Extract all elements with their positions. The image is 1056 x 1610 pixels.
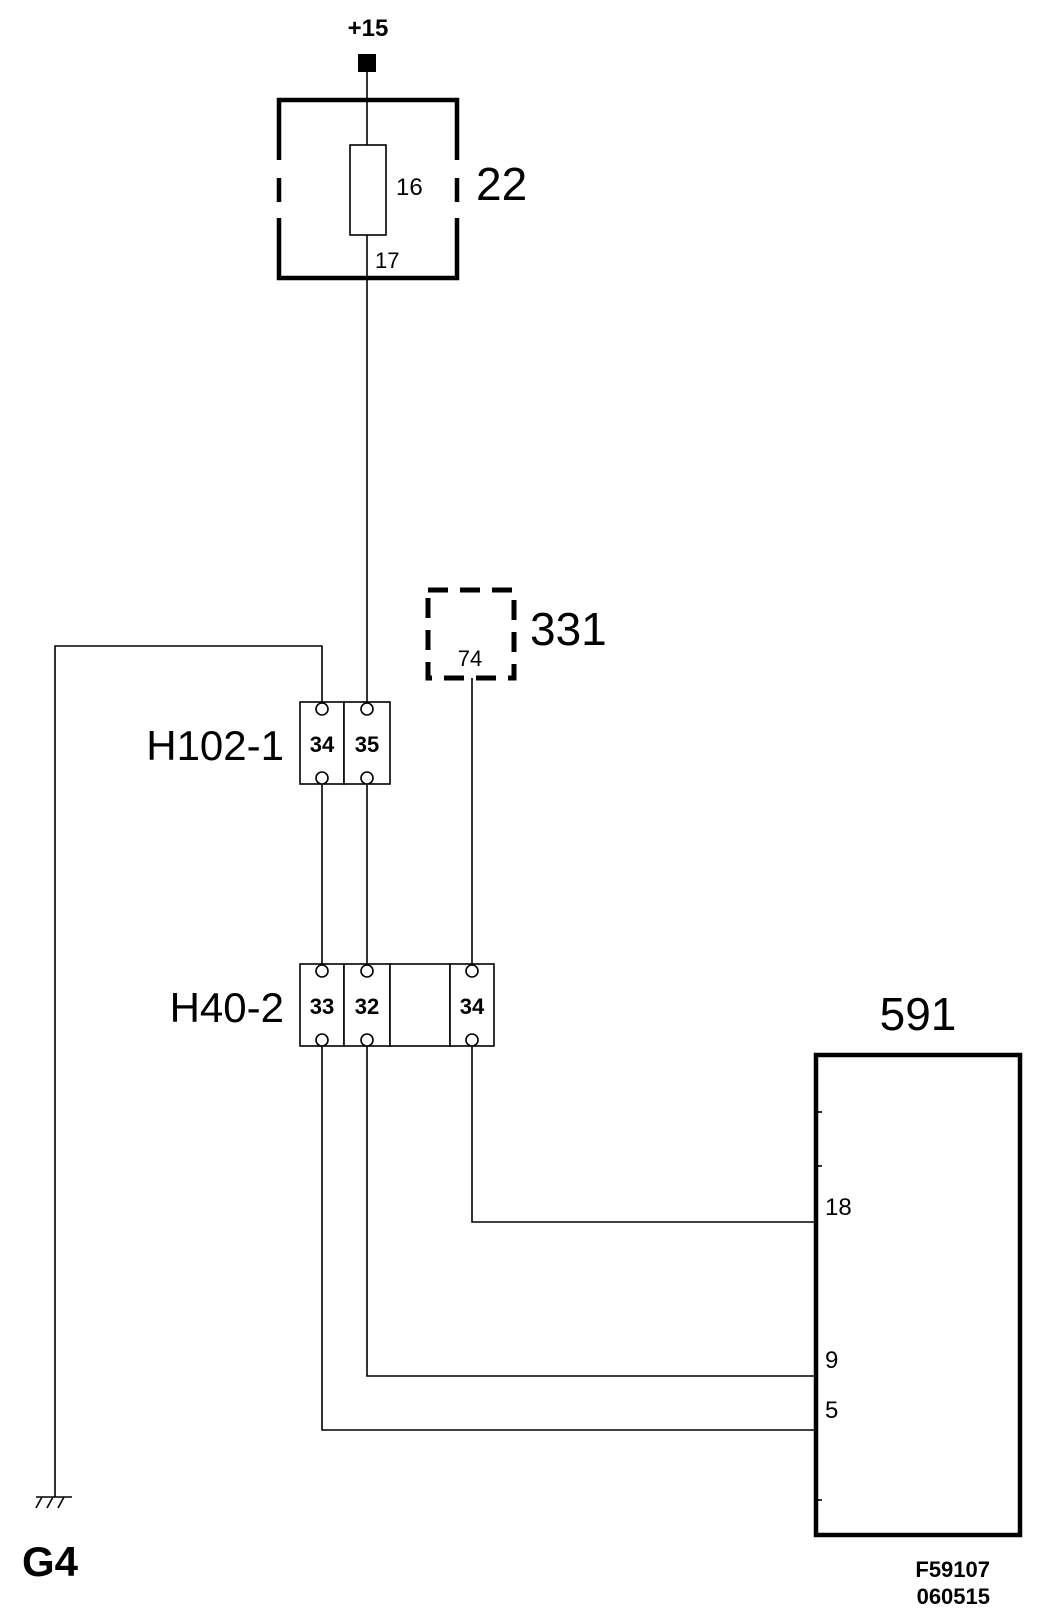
h40-pin-33: 33 [310,994,334,1019]
h40-pin-32: 32 [355,994,379,1019]
h102-pin-35: 35 [355,732,379,757]
fuse-box-22: 16 17 22 [276,97,527,281]
h102-id: H102-1 [146,722,284,769]
module-pin-5: 5 [825,1397,838,1424]
unit-331: 74 331 [425,587,607,681]
module-591: 18 9 5 591 [813,988,1023,1538]
h40-id: H40-2 [170,984,284,1031]
fuse-pin-label: 16 [396,174,423,201]
unit-331-pin: 74 [458,646,482,671]
wires [54,72,816,1497]
fuse-icon [349,144,387,236]
module-id: 591 [880,988,957,1040]
ground-g4: G4 [22,1496,79,1585]
fuse-box-id: 22 [476,158,527,210]
ground-id: G4 [22,1538,79,1585]
module-pin-18: 18 [825,1194,852,1221]
h40-pin-34: 34 [460,994,485,1019]
unit-331-id: 331 [530,603,607,655]
module-pin-9: 9 [825,1347,838,1374]
h102-pin-34: 34 [310,732,335,757]
supply-terminal [358,54,376,72]
figure-ref: F59107 [915,1557,990,1582]
connector-h40-2: 33 32 34 H40-2 [170,963,495,1047]
date-ref: 060515 [917,1584,990,1609]
connector-h102-1: 34 35 H102-1 [146,701,391,785]
fuse-out-pin-label: 17 [375,248,399,273]
supply-label: +15 [348,15,389,42]
